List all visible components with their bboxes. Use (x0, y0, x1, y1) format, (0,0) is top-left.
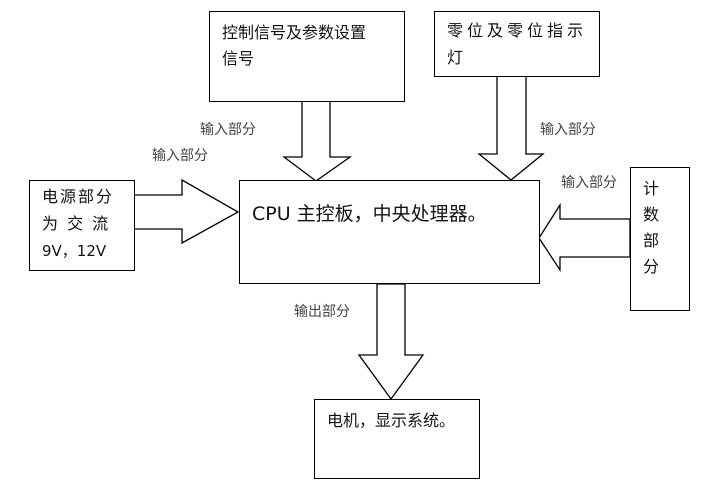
arrow-control-to-cpu (282, 100, 353, 182)
label-input-counter: 输入部分 (561, 175, 617, 191)
zero-position-box: 零位及零位指示 灯 (434, 11, 600, 77)
cpu-mainboard-text: CPU 主控板，中央处理器。 (252, 203, 487, 225)
power-supply-box: 电源部分 为 交 流 9V，12V (29, 180, 135, 271)
motor-display-text: 电机，显示系统。 (327, 411, 456, 430)
arrow-zero-to-cpu (477, 75, 545, 181)
power-supply-text-line1: 电源部分 (42, 187, 115, 206)
zero-position-text-line1: 零位及零位指示 (447, 21, 588, 40)
power-supply-text-line3: 9V，12V (42, 242, 107, 260)
control-signal-text-line2: 信号 (222, 49, 255, 68)
counter-char-1: 计 (643, 179, 660, 198)
arrow-counter-to-cpu (538, 202, 631, 273)
motor-display-box: 电机，显示系统。 (314, 399, 480, 479)
arrow-power-to-cpu (133, 178, 240, 245)
label-input-control: 输入部分 (200, 122, 256, 138)
zero-position-text-line2: 灯 (447, 48, 464, 67)
counter-char-2: 数 (643, 205, 660, 224)
cpu-mainboard-box: CPU 主控板，中央处理器。 (239, 180, 540, 284)
counter-char-3: 部 (643, 231, 660, 250)
label-input-zero: 输入部分 (540, 122, 596, 138)
power-supply-text-line2: 为 交 流 (42, 214, 111, 233)
label-output-motor: 输出部分 (294, 304, 350, 320)
control-signal-box: 控制信号及参数设置 信号 (209, 11, 405, 102)
control-signal-text-line1: 控制信号及参数设置 (222, 23, 367, 42)
label-input-power: 输入部分 (152, 148, 208, 164)
counter-box: 计 数 部 分 (630, 167, 690, 311)
counter-char-4: 分 (643, 257, 660, 276)
arrow-cpu-to-motor (357, 283, 425, 401)
